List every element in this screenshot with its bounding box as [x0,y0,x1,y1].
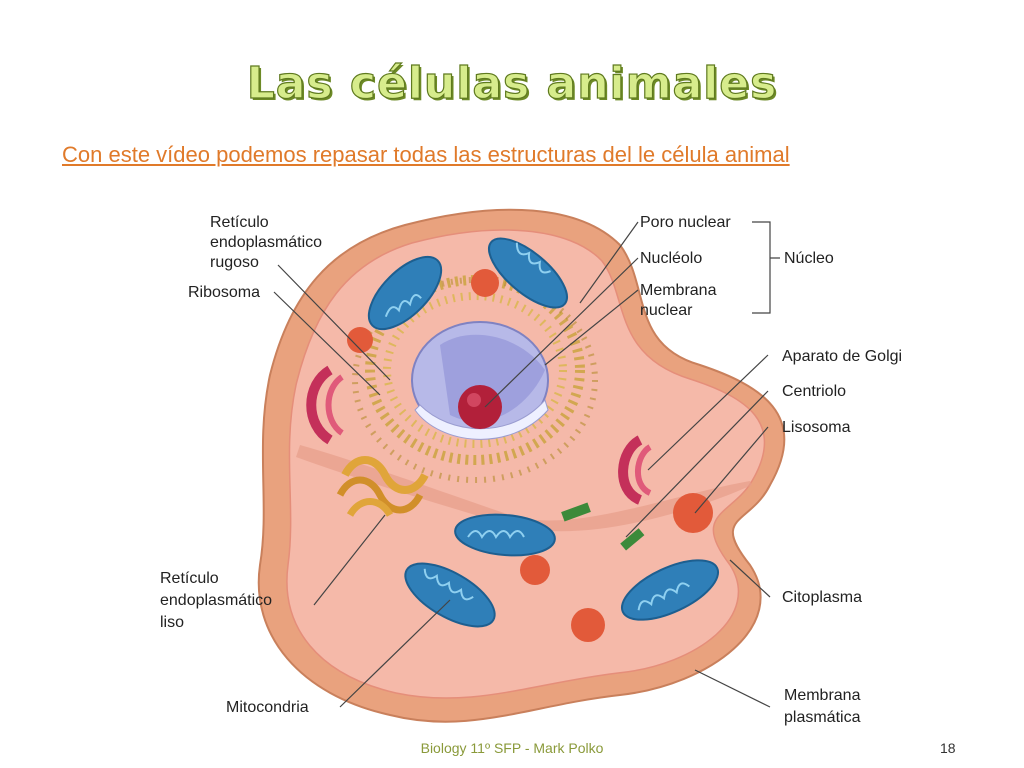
mitochondria-group [367,237,720,628]
label-ret-liso-3: liso [160,614,184,631]
label-membrana-nuclear-2: nuclear [640,302,693,319]
label-ret-rugoso-1: Retículo [210,214,269,231]
label-poro-nuclear: Poro nuclear [640,214,731,231]
label-ribosoma: Ribosoma [188,284,260,301]
leader-lines [273,221,780,708]
label-membrana-plasmatica-2: plasmática [784,709,861,726]
rough-er [352,275,598,483]
cell-illustration [257,208,786,723]
label-golgi: Aparato de Golgi [782,348,902,365]
labels: Retículo endoplasmático rugoso Ribosoma … [160,214,902,726]
label-nucleolo: Nucléolo [640,250,702,267]
label-ret-rugoso-2: endoplasmático [210,234,322,251]
label-ret-liso-1: Retículo [160,570,219,587]
label-lisosoma: Lisosoma [782,419,851,436]
label-citoplasma: Citoplasma [782,589,862,606]
label-ret-liso-2: endoplasmático [160,592,272,609]
page-number: 18 [940,740,956,756]
smooth-er [336,456,429,517]
animal-cell-diagram: Retículo endoplasmático rugoso Ribosoma … [160,208,902,726]
label-nucleo: Núcleo [784,250,834,267]
label-membrana-plasmatica-1: Membrana [784,687,861,704]
centrioles [561,502,645,551]
golgi-apparatus [306,365,652,505]
cut-surface [296,445,752,532]
nucleolus [458,385,502,429]
slide-footer: Biology 11º SFP - Mark Polko [420,740,604,756]
video-link[interactable]: Con este vídeo podemos repasar todas las… [62,142,790,167]
label-membrana-nuclear-1: Membrana [640,282,717,299]
label-centriolo: Centriolo [782,383,846,400]
label-mitocondria: Mitocondria [226,699,309,716]
nucleus [411,321,549,440]
label-ret-rugoso-3: rugoso [210,254,259,271]
slide-title: Las células animales [246,57,778,109]
